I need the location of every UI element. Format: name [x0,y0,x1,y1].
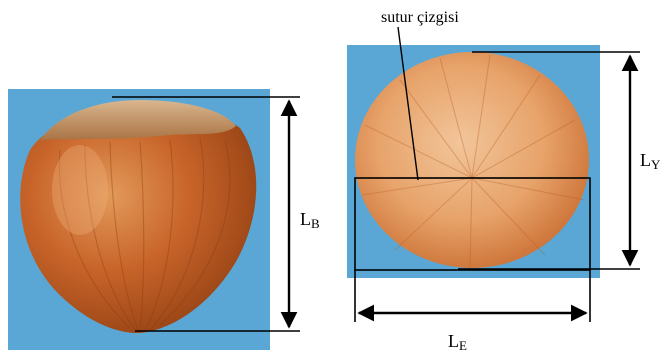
top-view-shell [355,52,589,268]
length-label: LB [300,209,320,231]
suture-label: sutur çizgisi [381,9,459,26]
height-label: LY [640,150,661,172]
top-view-photo [347,45,600,278]
width-label: LE [448,331,467,353]
side-view-photo [8,89,270,350]
side-view-highlight [52,145,108,235]
